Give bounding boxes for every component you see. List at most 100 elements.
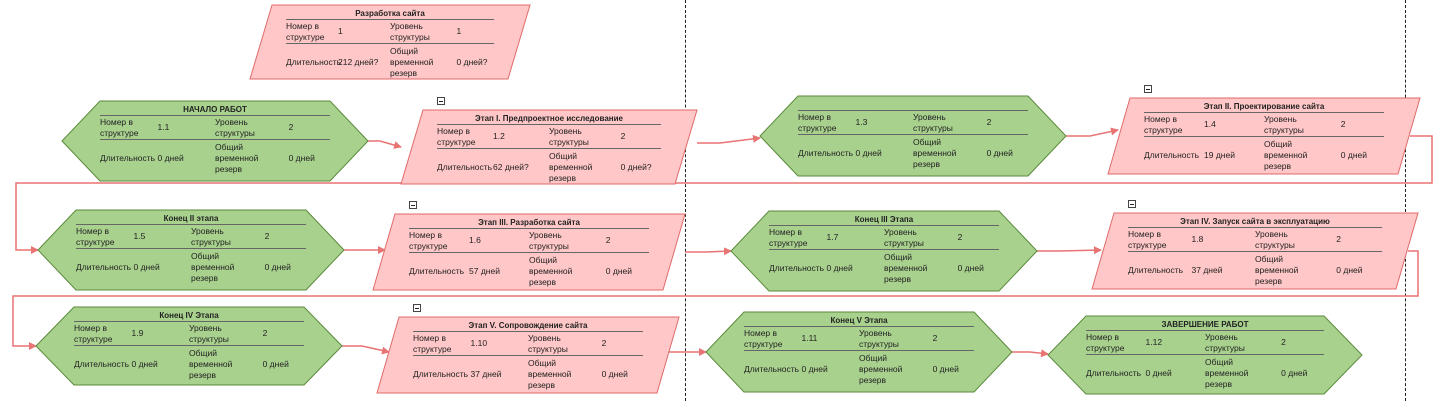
number-value: 1.6: [469, 235, 481, 245]
divider: [798, 110, 1028, 111]
connector-arrow: [1037, 246, 1102, 255]
duration-value: 0 дней: [157, 153, 184, 163]
number-label: Номер в структуре: [74, 323, 113, 344]
duration-label: Длительность: [409, 266, 465, 276]
reserve-label: Общий временной резерв: [191, 251, 235, 283]
number-label: Номер в структуре: [413, 333, 452, 354]
reserve-label: Общий временной резерв: [1264, 139, 1308, 171]
divider: [769, 249, 999, 250]
level-value: 2: [1340, 119, 1346, 129]
node-title: Разработка сайта: [355, 9, 425, 18]
duration-label: Длительность: [1128, 265, 1184, 275]
reserve-value: 0 дней: [288, 153, 315, 163]
reserve-label: Общий временной резерв: [859, 353, 903, 385]
collapse-icon[interactable]: [409, 201, 417, 209]
duration-label: Длительность: [1144, 150, 1200, 160]
level-value: 2: [262, 328, 268, 338]
reserve-label: Общий временной резерв: [189, 348, 233, 380]
reserve-value: 0 дней: [264, 262, 291, 272]
duration-value: 19 дней: [1204, 150, 1235, 160]
level-label: Уровень структуры: [529, 230, 569, 251]
number-value: 1.9: [131, 328, 144, 338]
node-title: Конец II этапа: [163, 214, 219, 223]
number-value: 1.7: [826, 232, 839, 242]
level-value: 2: [620, 131, 626, 141]
reserve-label: Общий временной резерв: [884, 252, 928, 284]
number-value: 1.4: [1204, 119, 1216, 129]
level-value: 2: [986, 117, 992, 127]
number-value: 1: [338, 26, 343, 36]
number-label: Номер в структуре: [100, 117, 139, 138]
reserve-value: 0 дней?: [620, 162, 652, 172]
number-value: 1.5: [133, 231, 146, 241]
collapse-icon[interactable]: [437, 97, 445, 105]
duration-label: Длительность: [413, 369, 469, 379]
duration-label: Длительность: [286, 57, 342, 67]
level-value: 1: [456, 26, 462, 36]
collapse-icon[interactable]: [1144, 85, 1152, 93]
duration-label: Длительность: [1086, 368, 1142, 378]
divider: [413, 331, 643, 332]
duration-value: 62 дней?: [493, 162, 529, 172]
reserve-value: 0 дней: [1336, 265, 1363, 275]
reserve-value: 0 дней: [932, 364, 959, 374]
collapse-icon[interactable]: [1128, 200, 1136, 208]
reserve-value: 0 дней?: [456, 57, 488, 67]
node-title: НАЧАЛО РАБОТ: [183, 105, 247, 114]
number-label: Номер в структуре: [1144, 114, 1183, 135]
connector-arrow: [1012, 349, 1049, 358]
duration-value: 0 дней: [131, 359, 158, 369]
number-value: 1.11: [801, 333, 818, 343]
connector-arrow: [1066, 127, 1119, 137]
number-label: Номер в структуре: [437, 126, 476, 147]
reserve-value: 0 дней: [1340, 150, 1368, 160]
divider: [744, 350, 974, 351]
duration-label: Длительность: [76, 262, 132, 272]
duration-value: 57 дней: [469, 266, 500, 276]
duration-value: 0 дней: [855, 148, 882, 158]
divider: [74, 345, 304, 346]
duration-label: Длительность: [744, 364, 800, 374]
parallelogram-shape: [400, 109, 698, 185]
divider: [100, 115, 330, 116]
reserve-label: Общий временной резерв: [913, 137, 957, 169]
hexagon-shape: [759, 95, 1067, 177]
reserve-label: Общий временной резерв: [1255, 254, 1299, 286]
divider: [769, 225, 999, 226]
number-value: 1.10: [470, 338, 488, 348]
number-label: Номер в структуре: [798, 112, 837, 133]
collapse-icon[interactable]: [413, 304, 421, 312]
duration-label: Длительность: [74, 359, 130, 369]
reserve-label: Общий временной резерв: [390, 46, 434, 78]
connector-arrow: [15, 135, 1433, 254]
level-label: Уровень структуры: [191, 226, 231, 247]
duration-value: 37 дней: [1191, 265, 1223, 275]
divider: [744, 326, 974, 327]
connector-arrow: [697, 134, 761, 144]
connector-arrow: [12, 250, 1419, 350]
node-title: Этап II. Проектирование сайта: [1203, 102, 1325, 111]
node-title: Конец V Этапа: [830, 316, 888, 325]
number-label: Номер в структуре: [286, 21, 325, 42]
node-title: Этап III. Разработка сайта: [478, 218, 580, 227]
